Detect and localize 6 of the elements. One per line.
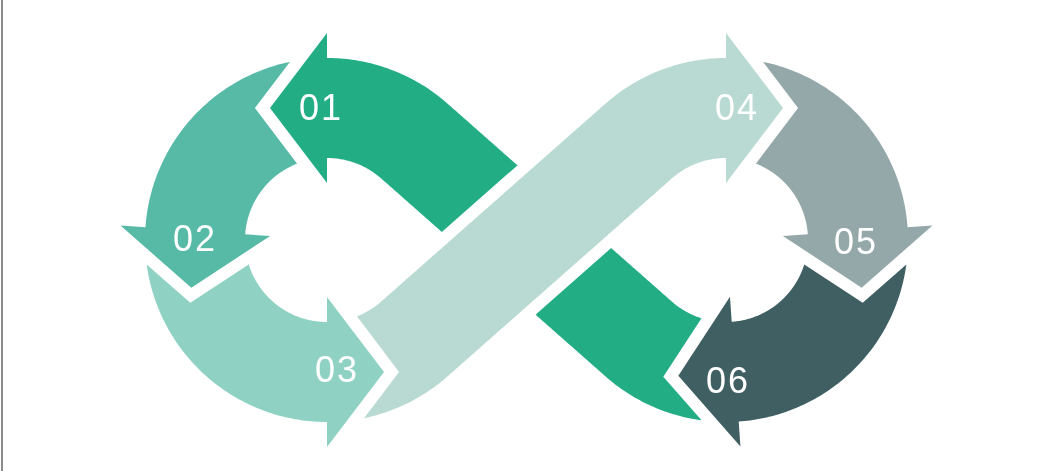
step-number: 04 (715, 90, 759, 126)
step-number: 02 (173, 221, 217, 257)
step-number: 06 (706, 363, 750, 399)
step-number: 05 (834, 224, 878, 260)
step-number: 01 (299, 90, 343, 126)
step-number: 03 (315, 352, 359, 388)
